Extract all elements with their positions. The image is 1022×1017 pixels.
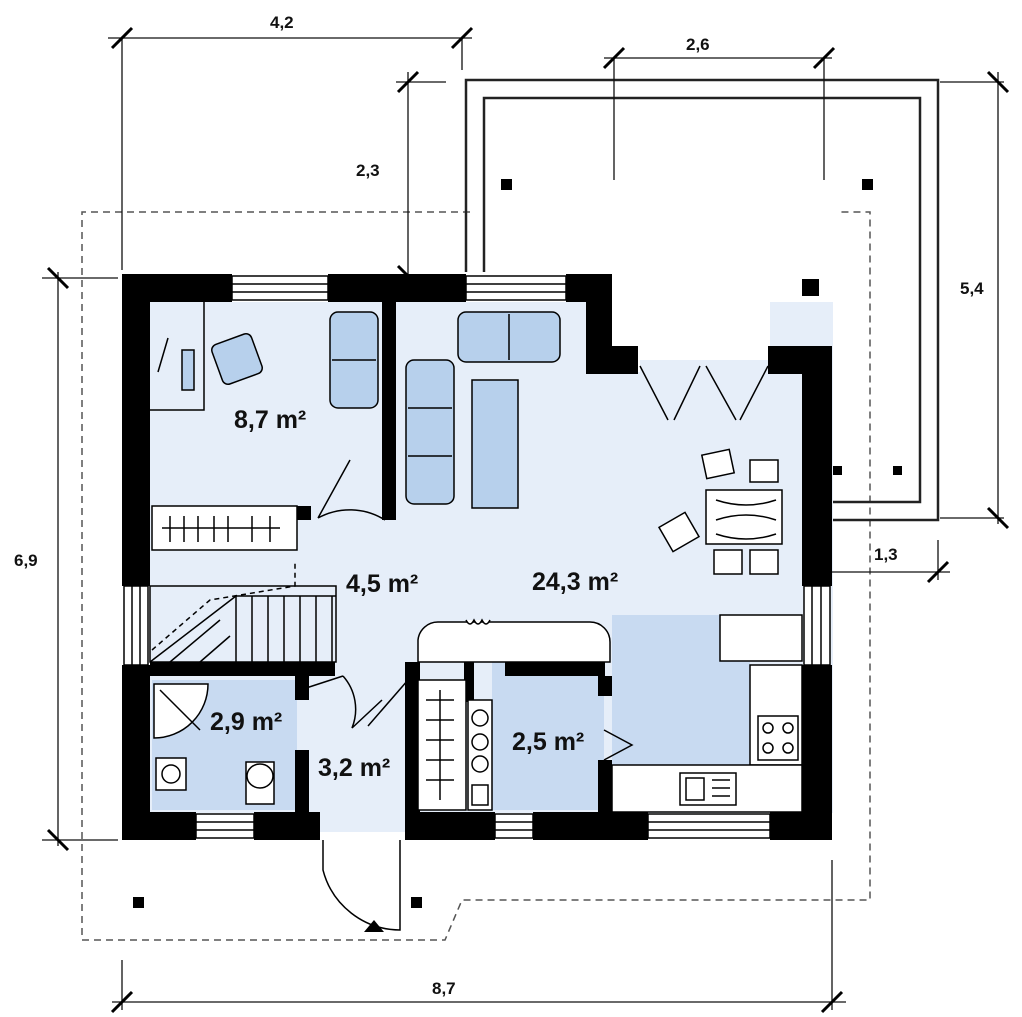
room-area-bathroom: 2,9 m² (210, 708, 282, 736)
terrace-outline (464, 78, 940, 522)
room-area-vestibule: 3,2 m² (318, 754, 390, 782)
room-area-living: 24,3 m² (532, 568, 618, 596)
room-area-hall: 4,5 m² (346, 570, 418, 598)
room-area-boiler: 2,5 m² (512, 728, 584, 756)
dimension-lines (42, 37, 1004, 1010)
wardrobes (151, 505, 467, 811)
dim-terrace-offset: 1,3 (874, 545, 898, 564)
dim-porch-depth: 2,3 (356, 161, 380, 180)
furniture (211, 311, 561, 509)
kitchen (611, 664, 803, 813)
doors (299, 365, 769, 931)
boiler-equipment (467, 699, 493, 811)
windows (123, 275, 831, 839)
dining-set (657, 448, 783, 575)
entrance-arrow (364, 920, 384, 932)
dim-top-left: 4,2 (270, 13, 294, 32)
walls (122, 274, 832, 840)
desk (150, 302, 205, 411)
staircase (149, 560, 337, 663)
bathroom-fixtures (153, 683, 275, 805)
roof-outline (81, 211, 871, 941)
dimension-ticks (46, 26, 1010, 1014)
dim-top-right: 2,6 (686, 35, 710, 54)
room-area-office: 8,7 m² (234, 406, 306, 434)
dim-left-height: 6,9 (14, 551, 38, 570)
counter (417, 614, 803, 663)
dim-bottom-width: 8,7 (432, 979, 456, 998)
dim-right-height: 5,4 (960, 279, 984, 298)
